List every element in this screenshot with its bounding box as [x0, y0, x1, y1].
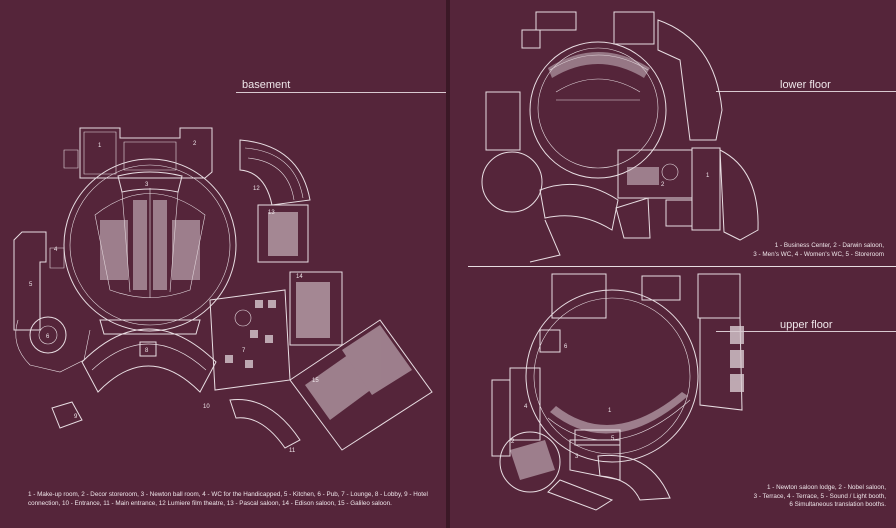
lower-floor-label: lower floor	[780, 79, 831, 91]
lower-floor-caption-line-1: 1 - Business Center, 2 - Darwin saloon,	[774, 242, 884, 249]
upper-floor-caption-line-1: 1 - Newton saloon lodge, 2 - Nobel saloo…	[766, 484, 886, 491]
upper-floor-number-3: 3	[575, 454, 579, 460]
basement-number-2: 2	[193, 141, 197, 147]
upper-floor-caption-line-2: 3 - Terrace, 4 - Terrace, 5 - Sound / Li…	[753, 492, 886, 500]
basement-number-11: 11	[289, 448, 296, 454]
basement-number-12: 12	[253, 186, 260, 192]
basement-number-1: 1	[98, 143, 102, 149]
upper-floor-caption: 1 - Newton saloon lodge, 2 - Nobel saloo…	[700, 484, 886, 510]
lower-floor-label-line	[716, 91, 896, 92]
lower-floor-caption: 1 - Business Center, 2 - Darwin saloon, …	[690, 242, 884, 259]
upper-floor-number-4: 4	[524, 404, 528, 410]
basement-panel	[0, 0, 446, 528]
lower-floor-number-2: 2	[661, 182, 665, 188]
basement-number-15: 15	[312, 378, 319, 384]
lower-floor-caption-line-2: 3 - Men's WC, 4 - Women's WC, 5 - Storer…	[753, 250, 884, 258]
basement-number-9: 9	[74, 414, 78, 420]
upper-floor-number-2: 2	[511, 439, 515, 445]
basement-number-3: 3	[145, 182, 149, 188]
upper-floor-number-5: 5	[611, 436, 615, 442]
basement-number-13: 13	[268, 210, 275, 216]
basement-caption-line-1: 1 - Make-up room, 2 - Decor storeroom, 3…	[28, 491, 428, 498]
basement-number-5: 5	[29, 282, 33, 288]
basement-number-6: 6	[46, 334, 50, 340]
basement-number-8: 8	[145, 348, 149, 354]
panel-divider	[446, 0, 450, 528]
basement-label: basement	[242, 79, 291, 91]
basement-caption: 1 - Make-up room, 2 - Decor storeroom, 3…	[28, 491, 438, 508]
basement-label-line	[236, 92, 446, 93]
basement-number-7: 7	[242, 348, 246, 354]
basement-number-10: 10	[203, 404, 210, 410]
upper-floor-number-6: 6	[564, 344, 568, 350]
basement-caption-line-2: connection, 10 - Entrance, 11 - Main ent…	[28, 499, 392, 507]
lower-floor-number-1: 1	[706, 173, 710, 179]
upper-floor-caption-line-3: 6 Simultaneous translation booths.	[789, 501, 886, 509]
upper-floor-label-line	[716, 331, 896, 332]
basement-number-14: 14	[296, 274, 303, 280]
basement-number-4: 4	[54, 247, 58, 253]
floor-separator-line	[468, 266, 896, 267]
upper-floor-label: upper floor	[780, 319, 833, 331]
upper-floor-number-1: 1	[608, 408, 612, 414]
